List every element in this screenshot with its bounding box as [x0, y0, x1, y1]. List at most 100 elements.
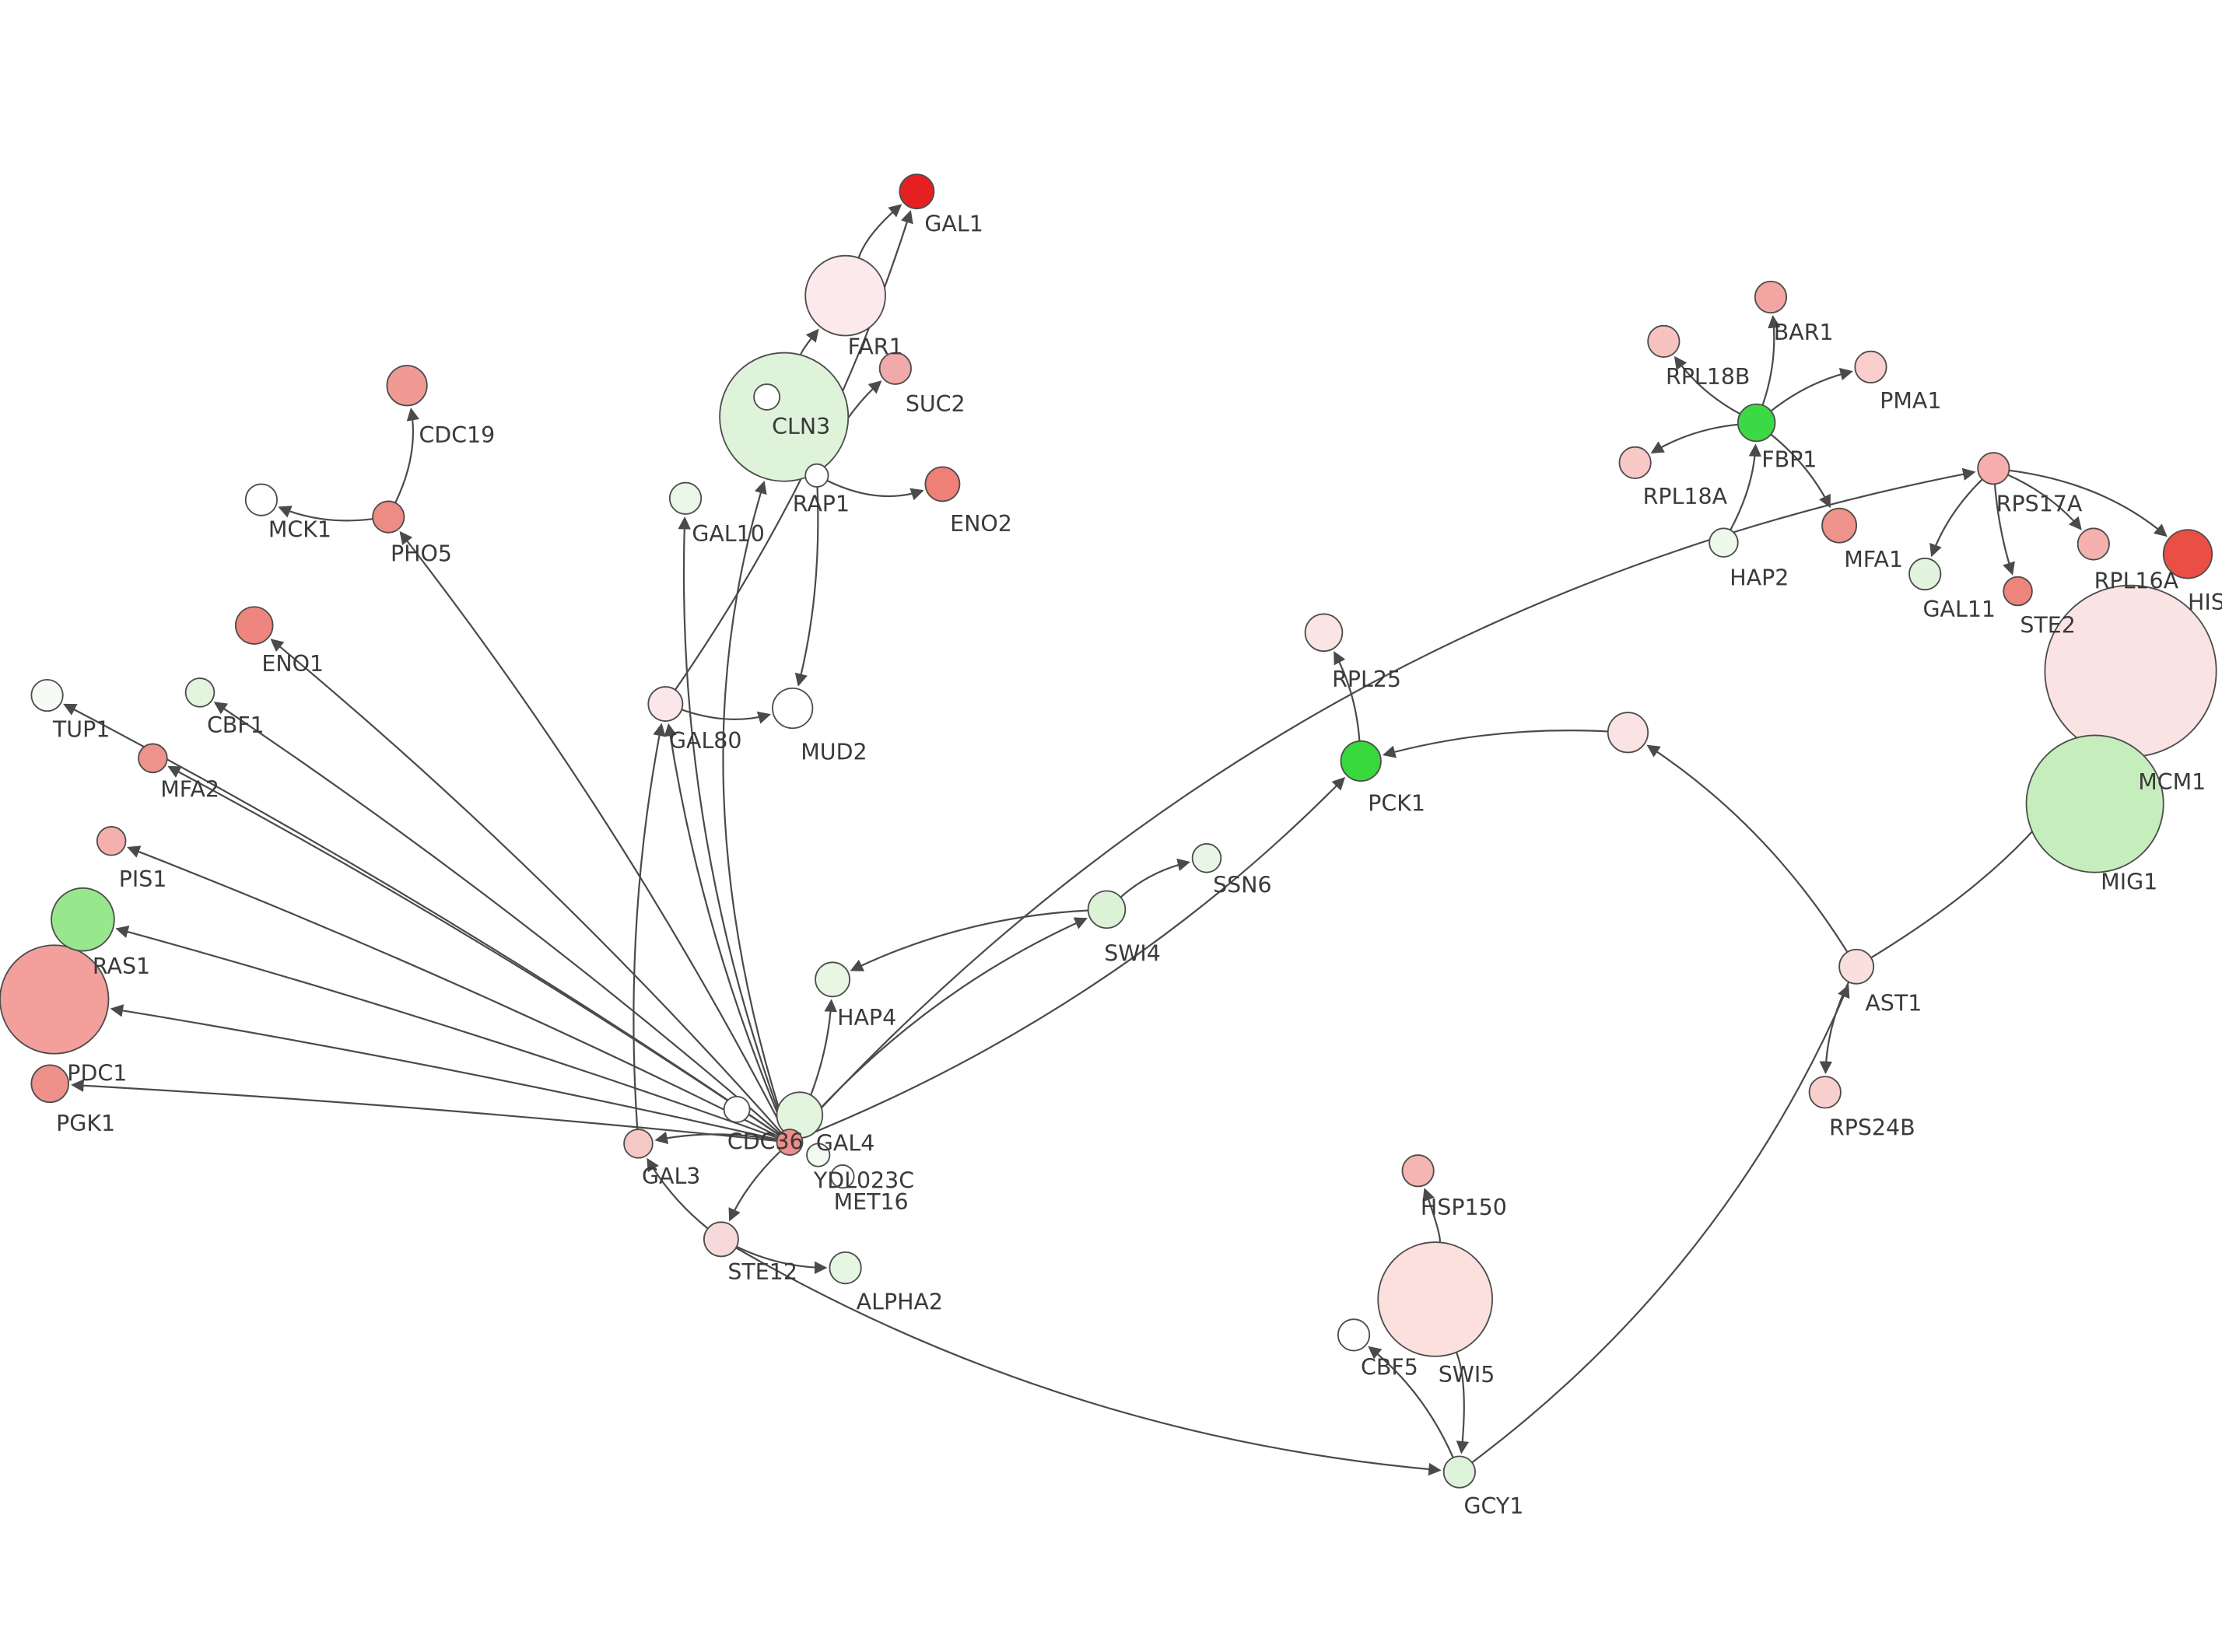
- node-SUC2[interactable]: [878, 352, 912, 385]
- node-GAL80[interactable]: [647, 686, 684, 723]
- edge-RPS17A-RPL16A[interactable]: [2007, 474, 2082, 530]
- edge-FBP1-PMA1[interactable]: [1770, 368, 1853, 412]
- edge-SWI4-HAP4[interactable]: [850, 909, 1088, 971]
- node-MCM1[interactable]: [2044, 584, 2217, 758]
- node-MIG1[interactable]: [2025, 734, 2164, 873]
- edge-RPS17A-HIS4[interactable]: [2009, 469, 2168, 537]
- edge-FBP1-RPL18A[interactable]: [1650, 423, 1738, 453]
- node-RAP1[interactable]: [804, 463, 829, 488]
- edge-STE12-GCY1[interactable]: [735, 1247, 1442, 1476]
- node-GAL11[interactable]: [1908, 557, 1942, 591]
- node-HAP2[interactable]: [1709, 527, 1739, 558]
- edge-GAL4-PIS1[interactable]: [127, 845, 779, 1138]
- node-STE12[interactable]: [703, 1221, 739, 1258]
- edge-GCY1-CBF5[interactable]: [1368, 1346, 1454, 1458]
- edge-GAL80-MUD2[interactable]: [681, 709, 772, 724]
- edge-STE12-GAL3[interactable]: [647, 1157, 709, 1230]
- edge-FBP1-BAR1[interactable]: [1761, 315, 1781, 406]
- edge-GAL4-CBF1[interactable]: [213, 702, 781, 1135]
- edge-GAL3-GAL80[interactable]: [633, 723, 666, 1130]
- edge-FBP1-MFA1[interactable]: [1770, 433, 1831, 509]
- node-CDC19[interactable]: [386, 365, 428, 407]
- edge-GAL4-PDC1[interactable]: [110, 1004, 778, 1140]
- node-PGK1[interactable]: [30, 1064, 70, 1104]
- node-AST1[interactable]: [1838, 948, 1875, 985]
- edge-RAP1-MUD2[interactable]: [794, 487, 819, 687]
- edge-unlabeled-b-PCK1[interactable]: [1382, 730, 1608, 758]
- edge-GAL4-PGK1[interactable]: [71, 1079, 777, 1142]
- node-GAL3[interactable]: [623, 1129, 654, 1159]
- node-unlabeled-c[interactable]: [723, 1095, 751, 1123]
- node-PHO5[interactable]: [372, 500, 405, 534]
- node-SWI5[interactable]: [1377, 1241, 1493, 1357]
- edge-RPS17A-GAL11[interactable]: [1929, 478, 1983, 558]
- node-FBP1[interactable]: [1737, 403, 1776, 443]
- edge-GAL4-PCK1[interactable]: [801, 776, 1346, 1139]
- node-RAS1[interactable]: [51, 887, 115, 952]
- node-MET16[interactable]: [830, 1164, 855, 1189]
- edge-RAP1-ENO2[interactable]: [826, 479, 924, 501]
- node-ENO2[interactable]: [924, 466, 961, 502]
- node-ALPHA2[interactable]: [829, 1251, 862, 1285]
- node-RPS17A[interactable]: [1977, 452, 2010, 485]
- edge-GAL4-GAL80[interactable]: [664, 723, 786, 1131]
- node-RPL18B[interactable]: [1647, 324, 1681, 358]
- node-PIS1[interactable]: [96, 826, 127, 856]
- edge-GAL4-TUP1[interactable]: [63, 703, 780, 1136]
- edge-GAL4-MFA2[interactable]: [167, 765, 780, 1136]
- node-unlabeled-b[interactable]: [1607, 712, 1649, 754]
- edge-GAL4-GAL10[interactable]: [678, 516, 787, 1131]
- node-CLN3[interactable]: [719, 352, 850, 482]
- node-STE2[interactable]: [2003, 576, 2033, 607]
- node-BAR1[interactable]: [1754, 280, 1788, 314]
- node-HSP150[interactable]: [1401, 1154, 1435, 1188]
- node-RPL16A[interactable]: [2077, 527, 2110, 561]
- node-GAL1[interactable]: [899, 173, 935, 210]
- node-GCY1[interactable]: [1442, 1455, 1476, 1489]
- edge-FAR1-GAL1[interactable]: [857, 204, 902, 258]
- edge-GAL4-CLN3[interactable]: [722, 481, 787, 1131]
- node-HIS4[interactable]: [2162, 529, 2213, 579]
- edge-PHO5-CDC19[interactable]: [394, 408, 419, 503]
- node-MUD2[interactable]: [772, 687, 814, 730]
- node-YDL023C[interactable]: [806, 1143, 831, 1167]
- node-RPS24B[interactable]: [1808, 1076, 1842, 1109]
- node-FAR1[interactable]: [804, 254, 886, 337]
- edge-GAL4-SWI4[interactable]: [797, 917, 1088, 1133]
- node-PMA1[interactable]: [1854, 350, 1887, 384]
- node-SWI4[interactable]: [1087, 890, 1127, 929]
- edge-PHO5-MCK1[interactable]: [278, 506, 373, 522]
- edge-GAL4-STE12[interactable]: [728, 1150, 781, 1222]
- node-MFA2[interactable]: [138, 743, 168, 774]
- edge-SWI5-GCY1[interactable]: [1455, 1352, 1470, 1454]
- edge-SWI4-SSN6[interactable]: [1120, 858, 1191, 898]
- edge-GAL4-RPS17A[interactable]: [797, 467, 1976, 1134]
- edge-GAL4-GAL3[interactable]: [654, 1131, 777, 1145]
- edge-SWI5-HSP150[interactable]: [1422, 1188, 1441, 1243]
- node-MCK1[interactable]: [244, 483, 278, 516]
- edge-RPS17A-STE2[interactable]: [1993, 484, 2015, 576]
- node-GAL10[interactable]: [668, 481, 703, 515]
- node-MFA1[interactable]: [1821, 507, 1858, 544]
- node-CBF1[interactable]: [184, 677, 216, 708]
- node-SSN6[interactable]: [1191, 843, 1222, 873]
- node-TUP1[interactable]: [30, 678, 64, 712]
- edge-FBP1-RPL18B[interactable]: [1674, 355, 1741, 415]
- edge-AST1-unlabeled-b[interactable]: [1646, 744, 1849, 953]
- edge-GAL4-PHO5[interactable]: [399, 530, 785, 1132]
- edge-STE12-ALPHA2[interactable]: [736, 1245, 828, 1275]
- edge-HAP2-FBP1[interactable]: [1730, 443, 1762, 531]
- edge-GCY1-AST1[interactable]: [1471, 984, 1850, 1464]
- node-PCK1[interactable]: [1340, 740, 1382, 782]
- node-CBF5[interactable]: [1337, 1318, 1371, 1352]
- node-GAL4[interactable]: [776, 1129, 804, 1156]
- node-ENO1[interactable]: [234, 606, 274, 645]
- node-PDC1[interactable]: [0, 944, 110, 1055]
- edge-GAL4-ENO1[interactable]: [270, 639, 782, 1133]
- node-HAP4[interactable]: [815, 961, 851, 998]
- edge-CLN3-FAR1[interactable]: [799, 328, 819, 355]
- edge-GAL4-RAS1[interactable]: [115, 926, 778, 1139]
- node-RPL18A[interactable]: [1618, 446, 1652, 479]
- node-RPL25[interactable]: [1304, 613, 1344, 653]
